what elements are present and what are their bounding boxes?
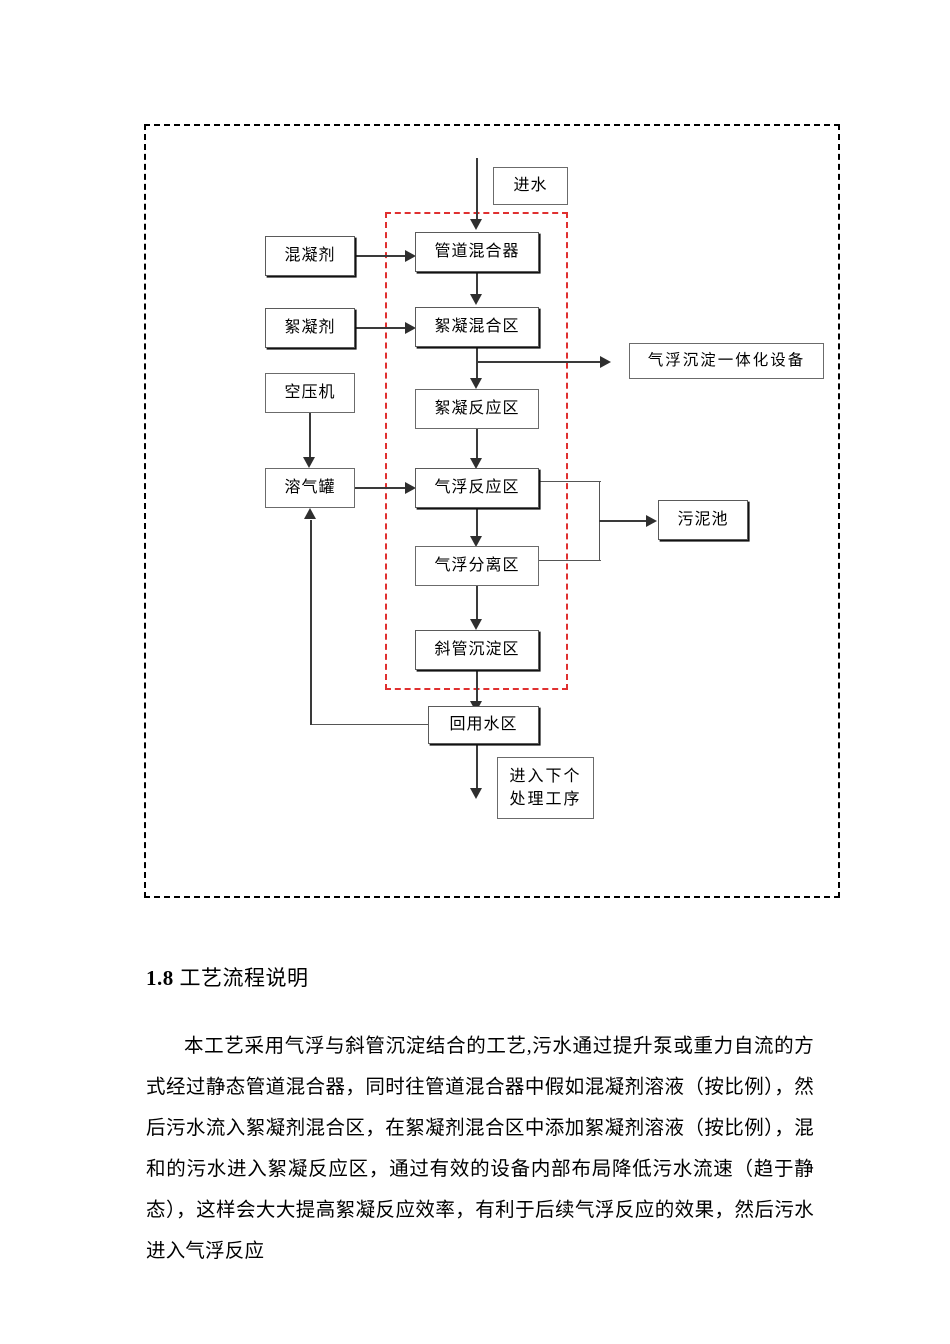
flocreact-to-flotreact-line xyxy=(476,429,478,461)
node-flocculant-label: 絮凝剂 xyxy=(284,319,336,336)
coagulant-feed-arrowhead xyxy=(405,250,416,262)
mixer-to-flocmix-line xyxy=(476,272,478,296)
node-dissolved-air-tank-label: 溶气罐 xyxy=(284,479,336,496)
flocmix-to-flocreact-arrowhead xyxy=(470,378,482,389)
node-tube-settling-zone-label: 斜管沉淀区 xyxy=(434,641,520,658)
sludge-outlet-arrowhead xyxy=(646,515,657,527)
node-floc-mixing-zone-label: 絮凝混合区 xyxy=(434,318,520,335)
node-sludge-pool: 污泥池 xyxy=(658,500,748,540)
integrated-equipment-branch-line xyxy=(476,361,604,363)
flocculant-feed-arrowhead xyxy=(405,322,416,334)
node-air-compressor-label: 空压机 xyxy=(284,384,336,401)
reuse-return-horizontal xyxy=(311,724,429,726)
inlet-arrowhead xyxy=(470,219,482,230)
node-reuse-water-zone: 回用水区 xyxy=(428,706,539,744)
section-number: 1.8 xyxy=(146,966,174,990)
page-title: 1.8 工艺流程说明 xyxy=(146,962,806,992)
node-tube-settling-zone: 斜管沉淀区 xyxy=(415,630,539,670)
node-flocculant: 絮凝剂 xyxy=(265,308,355,348)
coagulant-feed-line xyxy=(355,255,410,257)
node-flotation-separation-zone: 气浮分离区 xyxy=(415,546,539,586)
node-integrated-equipment-label: 气浮沉淀一体化设备 xyxy=(647,352,806,370)
node-floc-reaction-zone-label: 絮凝反应区 xyxy=(434,400,520,417)
node-inlet-label: 进水 xyxy=(513,177,548,194)
integrated-equipment-arrowhead xyxy=(600,356,611,368)
node-next-process-label-line1: 进入下个 xyxy=(509,767,582,785)
process-diagram-frame xyxy=(144,124,840,898)
flotreact-to-flotsep-line xyxy=(476,508,478,539)
node-inlet: 进水 xyxy=(493,167,568,205)
section-title: 工艺流程说明 xyxy=(179,966,309,990)
mixer-to-flocmix-arrowhead xyxy=(470,294,482,305)
node-floc-mixing-zone: 絮凝混合区 xyxy=(415,307,539,347)
node-flotation-reaction-zone: 气浮反应区 xyxy=(415,468,539,508)
air-compressor-to-tank-arrowhead xyxy=(303,457,315,468)
node-next-process: 进入下个 处理工序 xyxy=(497,757,594,819)
flotsep-to-settling-arrowhead xyxy=(470,619,482,630)
air-compressor-to-tank-line xyxy=(309,413,311,459)
node-pipe-mixer: 管道混合器 xyxy=(415,232,539,272)
flocmix-to-flocreact-line xyxy=(476,347,478,381)
flotsep-to-settling-line xyxy=(476,586,478,622)
reuse-return-riser xyxy=(310,520,312,725)
flotreact-to-flotsep-arrowhead xyxy=(470,536,482,547)
dissolved-air-to-flotation-arrowhead xyxy=(405,482,416,494)
dissolved-air-to-flotation-line xyxy=(355,487,410,489)
sludge-bracket-bottom xyxy=(539,560,601,562)
next-process-arrowhead xyxy=(470,788,482,799)
node-floc-reaction-zone: 絮凝反应区 xyxy=(415,389,539,429)
node-coagulant-label: 混凝剂 xyxy=(284,247,336,264)
flocculant-feed-line xyxy=(355,327,410,329)
node-air-compressor: 空压机 xyxy=(265,373,355,413)
node-flotation-reaction-zone-label: 气浮反应区 xyxy=(434,479,520,496)
node-next-process-label-line2: 处理工序 xyxy=(509,791,582,808)
settling-to-reuse-line xyxy=(476,670,478,704)
node-dissolved-air-tank: 溶气罐 xyxy=(265,468,355,508)
node-reuse-water-zone-label: 回用水区 xyxy=(449,716,518,733)
node-integrated-equipment: 气浮沉淀一体化设备 xyxy=(629,343,824,379)
node-pipe-mixer-label: 管道混合器 xyxy=(434,243,520,260)
sludge-outlet-line xyxy=(599,520,651,522)
inlet-line xyxy=(476,158,478,221)
node-sludge-pool-label: 污泥池 xyxy=(677,511,729,528)
next-process-line xyxy=(476,744,478,791)
reuse-return-arrowhead xyxy=(304,508,316,519)
flocreact-to-flotreact-arrowhead xyxy=(470,458,482,469)
node-coagulant: 混凝剂 xyxy=(265,236,355,276)
sludge-bracket-top xyxy=(539,481,601,483)
node-flotation-separation-zone-label: 气浮分离区 xyxy=(434,557,520,574)
body-paragraph: 本工艺采用气浮与斜管沉淀结合的工艺,污水通过提升泵或重力自流的方式经过静态管道混… xyxy=(146,1036,814,1262)
